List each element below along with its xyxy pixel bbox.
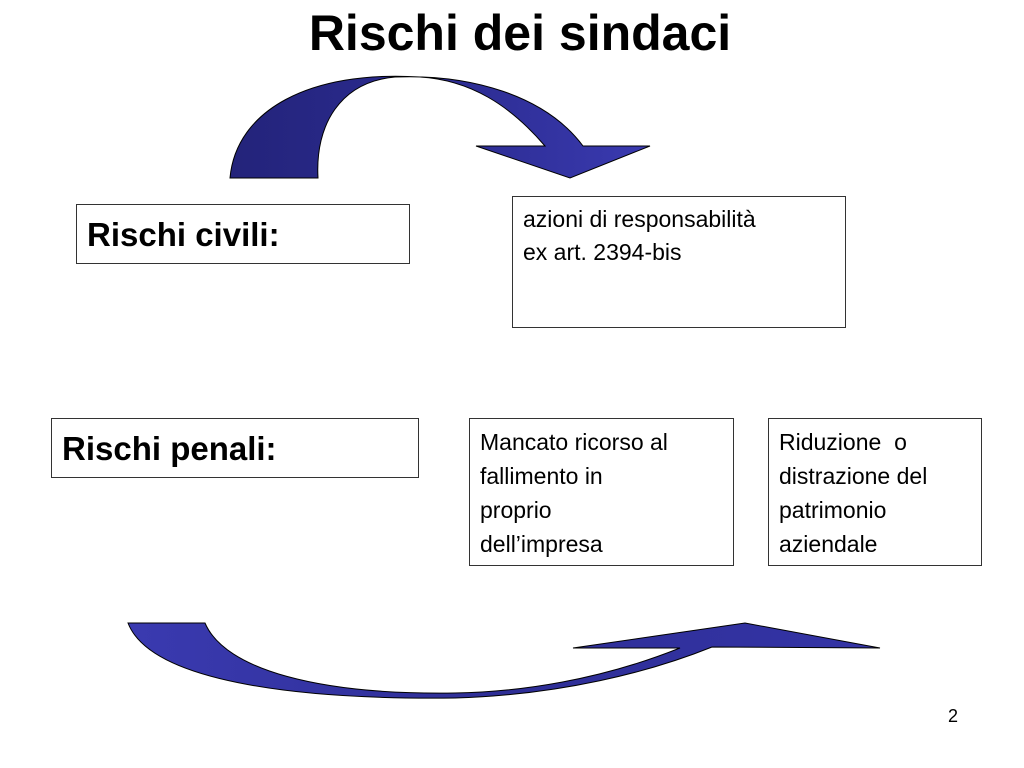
box-text-line: dell’impresa — [480, 531, 603, 557]
slide-title: Rischi dei sindaci — [308, 5, 732, 61]
curved-arrow-right-icon — [229, 75, 651, 179]
page-number: 2 — [948, 706, 959, 726]
mancato-ricorso-box: Mancato ricorso al fallimento in proprio… — [469, 418, 734, 566]
box-text-line: Riduzione o — [779, 429, 907, 455]
box-text-line: patrimonio — [779, 497, 887, 523]
curved-arrow-right-icon — [127, 622, 881, 699]
box-text-line: Mancato ricorso al — [480, 429, 668, 455]
azioni-responsabilita-box: azioni di responsabilità ex art. 2394-bi… — [512, 196, 846, 328]
box-text-line: distrazione del — [779, 463, 928, 489]
rischi-penali-label: Rischi penali: — [62, 430, 277, 467]
box-text-line: aziendale — [779, 531, 878, 557]
box-text-line: azioni di responsabilità — [523, 206, 756, 232]
rischi-civili-label-box: Rischi civili: — [76, 204, 410, 264]
box-text-line: ex art. 2394-bis — [523, 239, 682, 265]
box-text-line: fallimento in — [480, 463, 603, 489]
rischi-civili-label: Rischi civili: — [87, 216, 280, 253]
rischi-penali-label-box: Rischi penali: — [51, 418, 419, 478]
riduzione-distrazione-box: Riduzione o distrazione del patrimonio a… — [768, 418, 982, 566]
box-text-line: proprio — [480, 497, 552, 523]
